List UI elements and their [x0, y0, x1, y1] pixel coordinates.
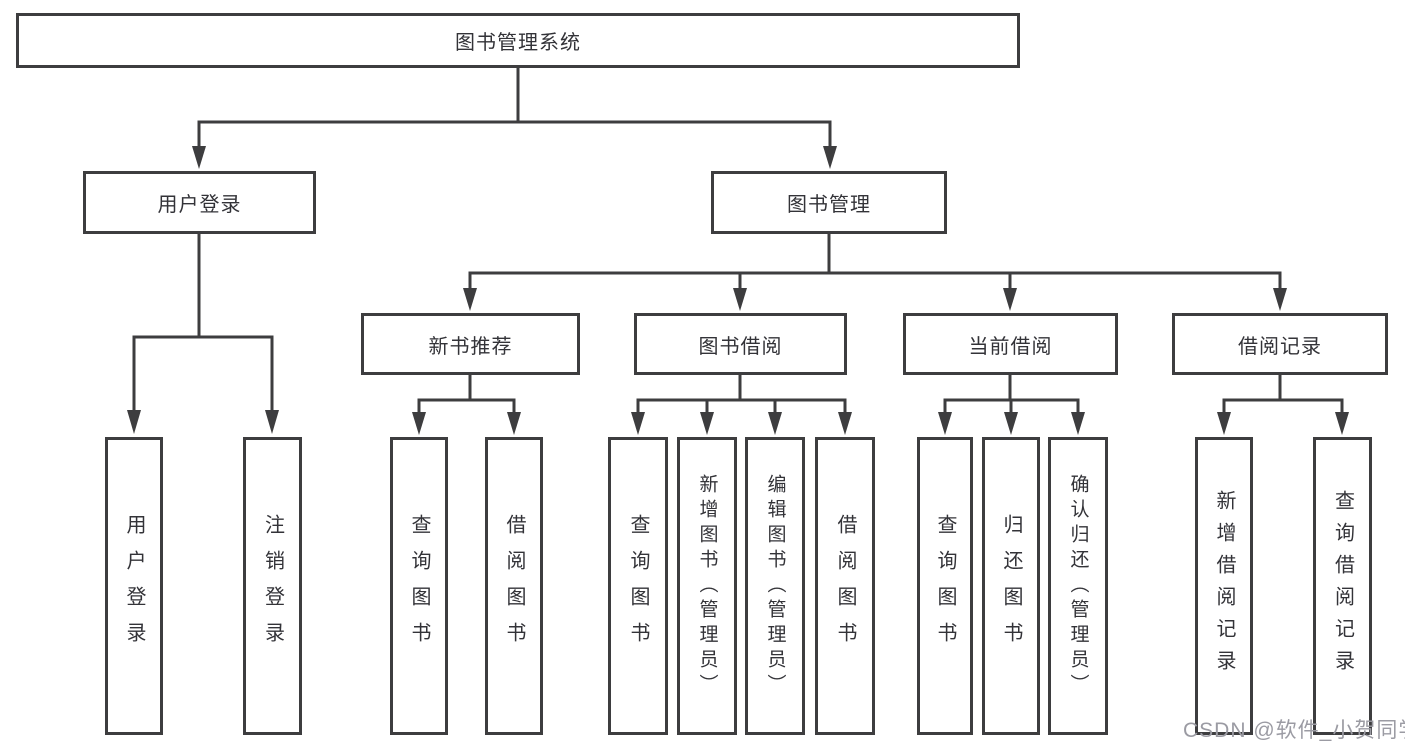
arrowhead	[127, 410, 141, 434]
edge-book-management-children	[468, 232, 1282, 292]
arrowhead	[631, 412, 645, 435]
leaf-edit-book-admin: 编辑图书（管理员）	[745, 437, 805, 735]
leaf-logout: 注销登录	[243, 437, 302, 735]
leaf-query-books-current: 查询图书	[917, 437, 973, 735]
leaf-query-books-recommend: 查询图书	[390, 437, 448, 735]
node-book-management: 图书管理	[711, 171, 947, 234]
leaf-borrow-books-recommend: 借阅图书	[485, 437, 543, 735]
node-label: 归还图书	[1000, 514, 1022, 658]
arrowhead	[1335, 412, 1349, 435]
leaf-borrow-books-borrow: 借阅图书	[815, 437, 875, 735]
leaf-user-login: 用户登录	[105, 437, 163, 735]
node-label: 编辑图书（管理员）	[764, 473, 786, 699]
node-label: 借阅图书	[834, 514, 856, 658]
edge-root-to-level1	[197, 66, 832, 150]
node-label: 图书借阅	[698, 335, 783, 358]
arrowhead	[1217, 412, 1231, 435]
arrowhead	[838, 412, 852, 435]
arrowhead	[1273, 288, 1287, 311]
edge-new-book-recommend-children	[417, 373, 516, 416]
arrowhead	[733, 288, 747, 311]
node-label: 新增图书（管理员）	[696, 473, 718, 699]
node-label: 借阅图书	[503, 514, 525, 658]
node-label: 图书管理	[787, 194, 871, 216]
leaf-query-borrow-record: 查询借阅记录	[1313, 437, 1372, 735]
node-current-borrow: 当前借阅	[903, 313, 1118, 375]
leaf-confirm-return-admin: 确认归还（管理员）	[1048, 437, 1108, 735]
leaf-add-borrow-record: 新增借阅记录	[1195, 437, 1253, 735]
arrowhead	[938, 412, 952, 435]
arrowhead	[412, 412, 426, 435]
arrowhead	[265, 410, 279, 434]
node-label: 查询图书	[408, 514, 430, 658]
node-borrow-records: 借阅记录	[1172, 313, 1388, 375]
arrowhead	[507, 412, 521, 435]
arrowhead	[823, 146, 837, 169]
csdn-watermark: CSDN @软件_小贺同学	[1183, 719, 1405, 742]
node-label: 查询借阅记录	[1331, 490, 1354, 682]
node-label: 图书管理系统	[455, 32, 581, 54]
node-label: 注销登录	[261, 514, 284, 658]
leaf-return-book: 归还图书	[982, 437, 1040, 735]
node-label: 确认归还（管理员）	[1067, 473, 1089, 699]
arrowhead	[1071, 412, 1085, 435]
node-label: 查询图书	[627, 514, 649, 658]
arrowhead	[1003, 288, 1017, 311]
node-new-book-recommend: 新书推荐	[361, 313, 580, 375]
edge-current-borrow-children	[943, 373, 1080, 416]
leaf-query-books-borrow: 查询图书	[608, 437, 668, 735]
node-library-management-system: 图书管理系统	[16, 13, 1020, 68]
node-label: 用户登录	[123, 514, 145, 658]
node-label: 当前借阅	[968, 335, 1053, 358]
node-book-borrow: 图书借阅	[634, 313, 847, 375]
arrowhead	[192, 146, 206, 169]
node-label: 新增借阅记录	[1213, 490, 1235, 682]
edge-borrow-records-children	[1222, 373, 1344, 416]
leaf-add-book-admin: 新增图书（管理员）	[677, 437, 737, 735]
node-label: 新书推荐	[428, 335, 513, 358]
node-label: 借阅记录	[1238, 335, 1322, 358]
node-label: 查询图书	[934, 514, 956, 658]
node-label: 用户登录	[157, 194, 242, 216]
arrowhead	[700, 412, 714, 435]
arrowhead	[463, 288, 477, 311]
arrowhead	[768, 412, 782, 435]
edge-user-login-children	[132, 232, 274, 414]
edge-book-borrow-children	[636, 373, 847, 416]
arrowhead	[1004, 412, 1018, 435]
node-user-login: 用户登录	[83, 171, 316, 234]
